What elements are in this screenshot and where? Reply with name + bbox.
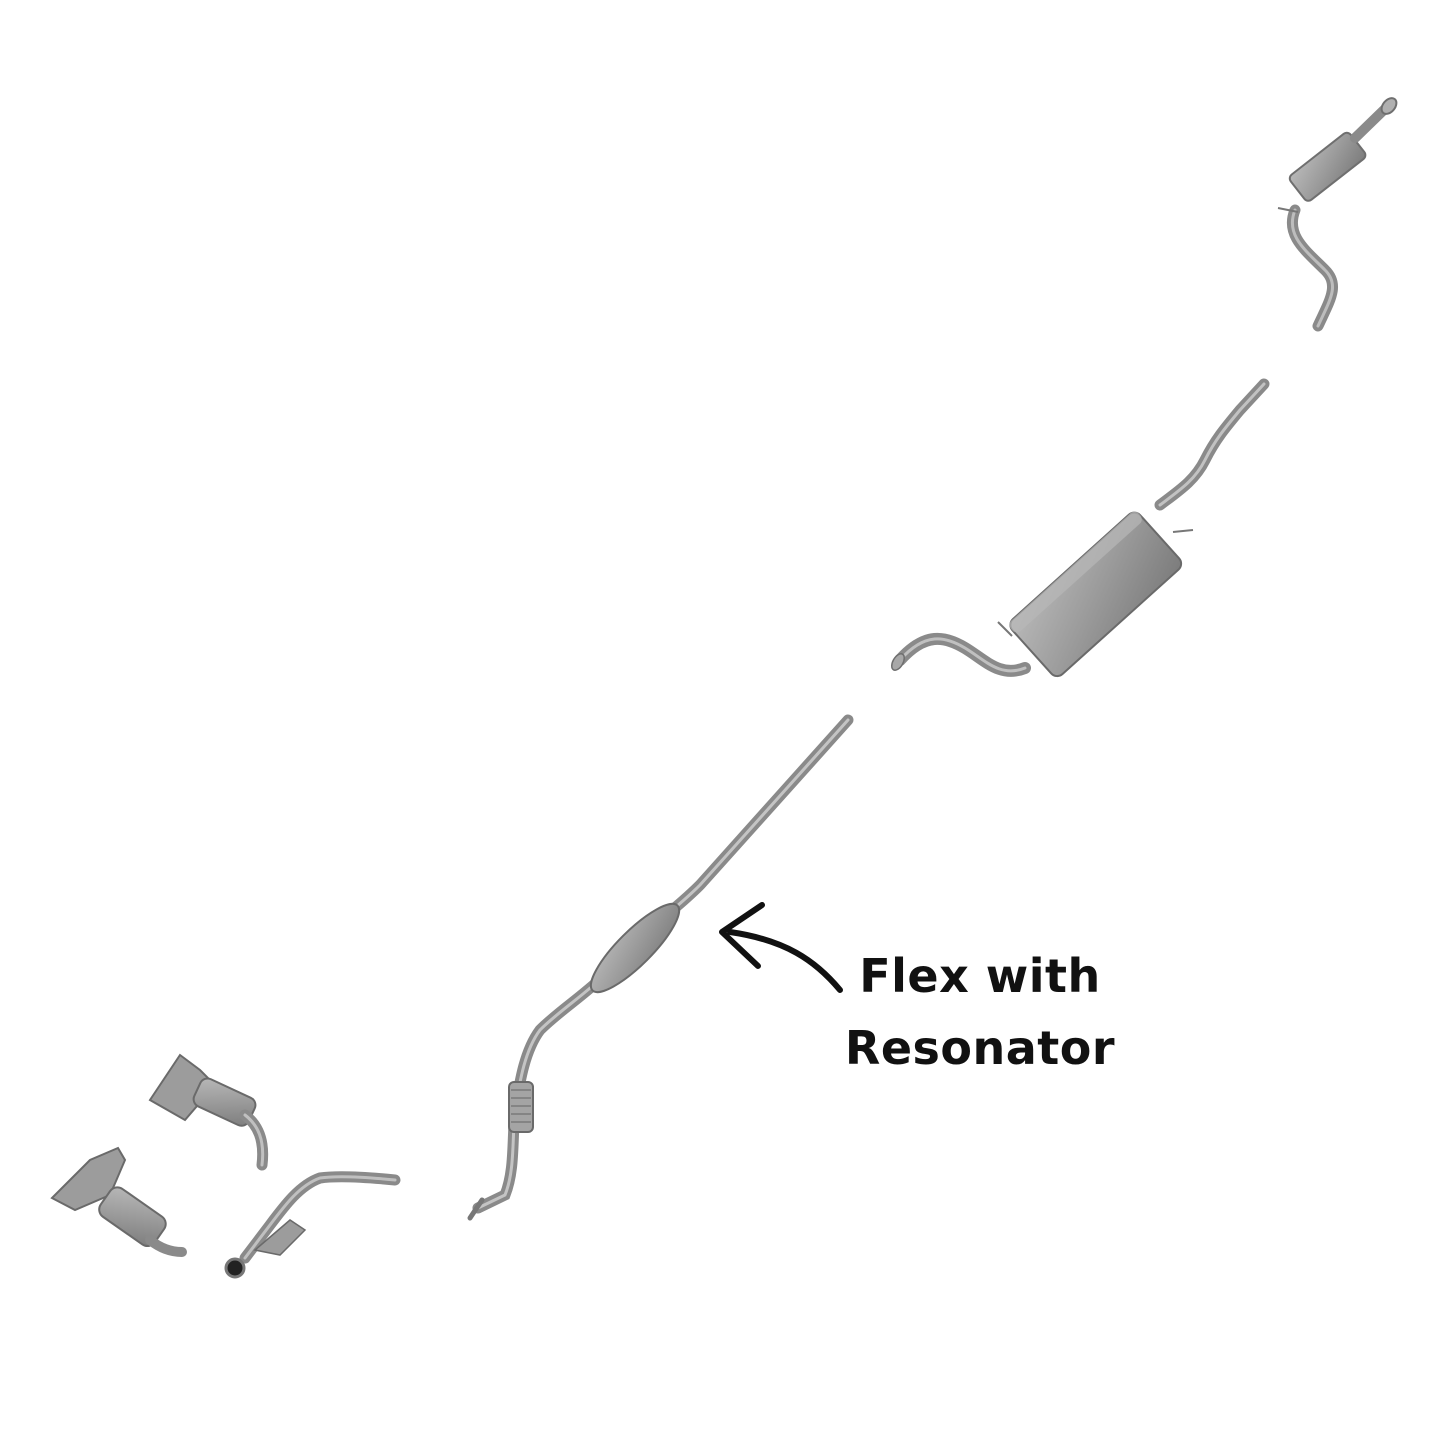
flex-joint <box>508 1081 534 1133</box>
flex-resonator-callout: Flex with Resonator <box>830 940 1130 1084</box>
manifold-converter-upper <box>148 1053 269 1171</box>
main-muffler-assembly <box>891 378 1270 678</box>
callout-line-2: Resonator <box>844 1021 1116 1075</box>
curved-arrow-icon <box>719 902 843 993</box>
tailpipe-assembly <box>1277 97 1398 332</box>
flex-resonator-pipe <box>467 714 854 1221</box>
callout-line-1: Flex with <box>859 949 1101 1003</box>
resonator <box>589 902 681 994</box>
front-y-pipe <box>224 1171 401 1279</box>
main-muffler <box>1009 511 1183 678</box>
manifold-converter-lower <box>50 1146 187 1257</box>
rear-muffler <box>1288 131 1367 202</box>
